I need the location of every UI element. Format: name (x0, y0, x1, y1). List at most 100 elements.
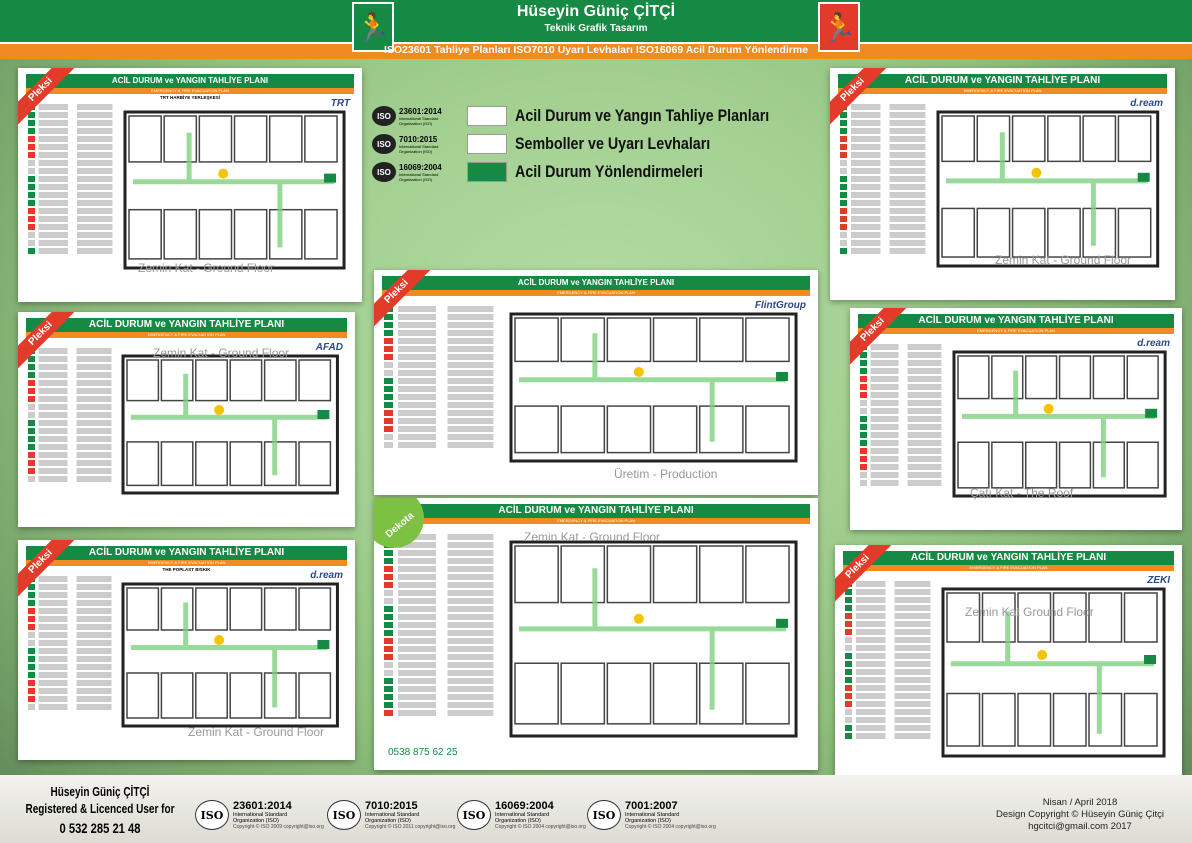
legend-row (384, 710, 500, 716)
iso-logo-icon: ISO (587, 800, 621, 830)
legend-row (28, 452, 116, 458)
iso-copyright: Copyright © ISO 2004 copyright@iso.org (495, 824, 586, 830)
legend-row (384, 550, 500, 556)
plan-subtitle: EMERGENCY & FIRE EVACUATION PLAN (382, 290, 810, 296)
legend-row (384, 426, 500, 432)
service-label: Semboller ve Uyarı Levhaları (515, 134, 711, 153)
plan-legend (28, 104, 118, 278)
client-logo: AFAD (315, 342, 343, 353)
iso-code: 7010:2015 (365, 800, 418, 812)
legend-row (845, 685, 936, 691)
legend-row (28, 680, 116, 686)
legend-row (384, 330, 500, 336)
iso-logo-icon: ISO (372, 162, 396, 182)
legend-row (845, 613, 936, 619)
service-thumbnail-icon (467, 106, 507, 126)
legend-row (845, 653, 936, 659)
plan-title: ACİL DURUM ve YANGIN TAHLİYE PLANI (26, 546, 347, 560)
legend-row (384, 338, 500, 344)
legend-row (840, 240, 930, 246)
legend-row (384, 322, 500, 328)
legend-row (860, 456, 947, 462)
legend-row (28, 656, 116, 662)
footer-phone: 0 532 285 21 48 (59, 820, 141, 836)
legend-row (384, 386, 500, 392)
legend-row (28, 576, 116, 582)
plan-subtitle: EMERGENCY & FIRE EVACUATION PLAN (858, 328, 1174, 334)
floor-plan (941, 587, 1166, 758)
legend-row (28, 112, 118, 118)
plan-legend (845, 581, 936, 766)
legend-row (860, 384, 947, 390)
plan-title: ACİL DURUM ve YANGIN TAHLİYE PLANI (838, 74, 1167, 88)
legend-row (384, 598, 500, 604)
legend-row (384, 638, 500, 644)
legend-row (28, 248, 118, 254)
legend-row (860, 400, 947, 406)
legend-row (28, 224, 118, 230)
iso-code: 7010:2015 (399, 134, 438, 144)
plan-legend (384, 306, 500, 471)
legend-row (28, 632, 116, 638)
client-logo: FlintGroup (754, 300, 806, 311)
service-thumbnail-icon (467, 134, 507, 154)
legend-row (28, 208, 118, 214)
legend-row (384, 566, 500, 572)
legend-row (28, 372, 116, 378)
client-logo: d.ream (310, 570, 343, 581)
legend-row (840, 176, 930, 182)
plan-subtitle: EMERGENCY & FIRE EVACUATION PLAN (26, 560, 347, 566)
exit-sign-icon: 🏃 (352, 2, 394, 52)
legend-row (28, 584, 116, 590)
legend-row (860, 368, 947, 374)
footer-name: Hüseyin Güniç ÇİTÇİ (50, 785, 150, 799)
legend-row (28, 144, 118, 150)
legend-row (28, 404, 116, 410)
legend-row (840, 184, 930, 190)
legend-row (840, 128, 930, 134)
client-logo: d.ream (1137, 338, 1170, 349)
legend-row (384, 378, 500, 384)
fire-exit-sign-icon: 🏃 (818, 2, 860, 52)
legend-row (28, 640, 116, 646)
plan-title: ACİL DURUM ve YANGIN TAHLİYE PLANI (382, 504, 810, 518)
plan-title: ACİL DURUM ve YANGIN TAHLİYE PLANI (843, 551, 1174, 565)
plan-subtitle: EMERGENCY & FIRE EVACUATION PLAN (382, 518, 810, 524)
legend-row (845, 637, 936, 643)
legend-row (860, 432, 947, 438)
legend-row (840, 168, 930, 174)
legend-row (845, 629, 936, 635)
legend-row (384, 590, 500, 596)
legend-row (845, 589, 936, 595)
plan-title: ACİL DURUM ve YANGIN TAHLİYE PLANI (858, 314, 1174, 328)
floor-label: Zemin Kat - Ground Floor (153, 346, 290, 360)
legend-row (384, 314, 500, 320)
legend-row (28, 704, 116, 710)
plan-subtitle: EMERGENCY & FIRE EVACUATION PLAN (843, 565, 1174, 571)
legend-row (384, 630, 500, 636)
legend-row (384, 646, 500, 652)
plan-phone: 0538 875 62 25 (388, 747, 458, 758)
plan-legend (384, 534, 500, 746)
legend-row (384, 434, 500, 440)
legend-row (28, 120, 118, 126)
iso-logo-icon: ISO (457, 800, 491, 830)
legend-row (28, 396, 116, 402)
legend-row (28, 648, 116, 654)
service-thumbnail-icon (467, 162, 507, 182)
legend-row (840, 160, 930, 166)
legend-row (845, 661, 936, 667)
floor-label: Zemin Kat - Ground Floor (524, 530, 661, 544)
legend-row (28, 592, 116, 598)
